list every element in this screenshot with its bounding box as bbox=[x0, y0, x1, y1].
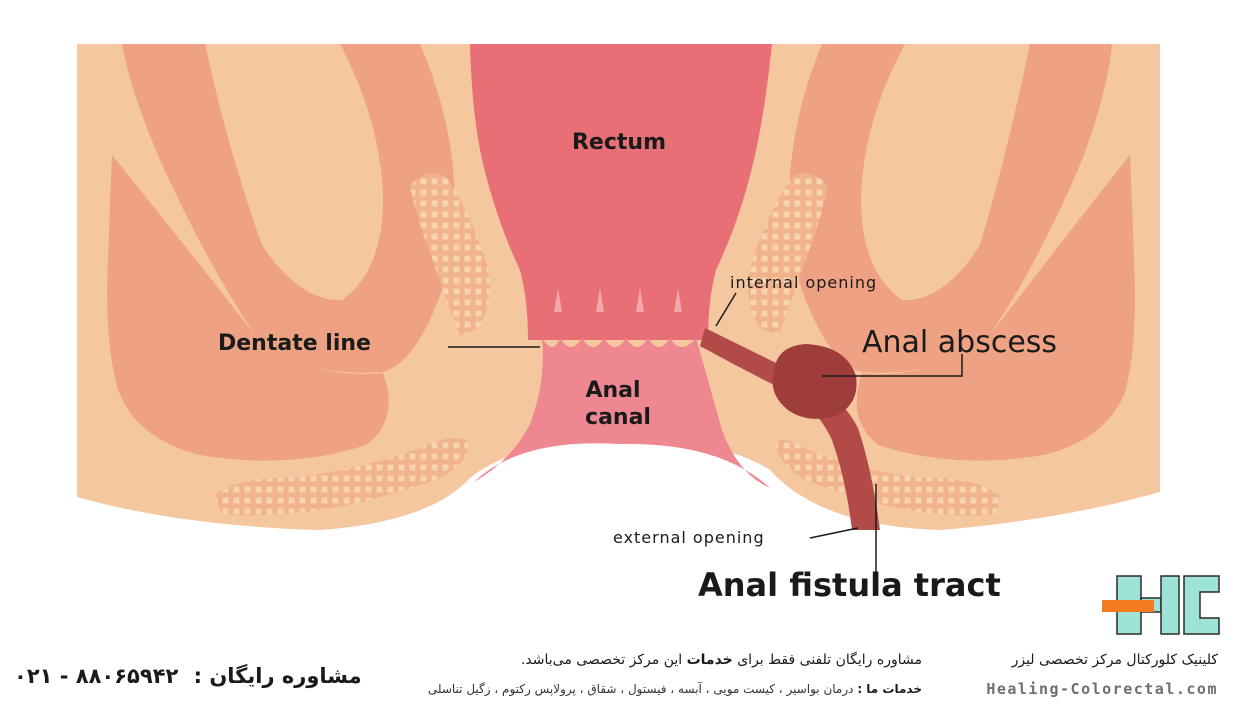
right-levator-muscle bbox=[789, 44, 1112, 373]
clinic-name: کلینیک کلورکتال مرکز تخصصی لیزر bbox=[1011, 652, 1218, 668]
dentate-line-label: Dentate line bbox=[218, 331, 371, 356]
right-upper-sphincter-mesh bbox=[748, 173, 828, 336]
services-list: درمان بواسیر ، کیست مویی ، آبسه ، فیستول… bbox=[427, 682, 854, 696]
external-opening-label: external opening bbox=[613, 528, 765, 547]
leader-lines bbox=[448, 292, 963, 572]
rectum bbox=[470, 44, 772, 340]
right-lower-sphincter-mesh bbox=[776, 439, 1000, 516]
clinic-website-link[interactable]: Healing-Colorectal.com bbox=[986, 680, 1218, 698]
anal-canal bbox=[474, 338, 770, 488]
left-lower-sphincter-mesh bbox=[214, 438, 469, 516]
fistula-tract-label: Anal fistula tract bbox=[698, 566, 1001, 604]
free-consult-phone[interactable]: ۰۲۱ - ۸۸۰۶۵۹۴۲ مشاوره رایگان : bbox=[14, 664, 362, 688]
internal-opening-label: internal opening bbox=[730, 273, 877, 292]
anal-abscess bbox=[772, 344, 857, 419]
consult-notice-post: این مرکز تخصصی می‌باشد. bbox=[520, 652, 683, 668]
free-consult-label: مشاوره رایگان : bbox=[193, 664, 362, 688]
left-upper-sphincter-mesh bbox=[410, 173, 490, 336]
clinic-logo bbox=[1102, 575, 1220, 635]
left-levator-muscle bbox=[122, 44, 455, 373]
anal-canal-label-line1: Anal bbox=[585, 378, 640, 403]
dentate-serrations bbox=[554, 288, 682, 312]
services-line: خدمات ما : درمان بواسیر ، کیست مویی ، آب… bbox=[428, 682, 922, 696]
left-gluteal-muscle bbox=[107, 155, 389, 461]
consult-notice: مشاوره رایگان تلفنی فقط برای خدمات این م… bbox=[521, 652, 922, 668]
anal-canal-label-line2: canal bbox=[585, 405, 651, 430]
fistula-tract bbox=[700, 328, 880, 530]
right-gluteal-muscle bbox=[856, 155, 1135, 461]
rectum-label: Rectum bbox=[572, 130, 666, 155]
anal-abscess-label: Anal abscess bbox=[862, 325, 1057, 360]
consult-notice-bold: خدمات bbox=[686, 652, 733, 668]
services-label: خدمات ما : bbox=[857, 682, 922, 696]
consult-notice-pre: مشاوره رایگان تلفنی فقط برای bbox=[737, 652, 922, 668]
phone-number[interactable]: ۰۲۱ - ۸۸۰۶۵۹۴۲ bbox=[14, 664, 179, 688]
